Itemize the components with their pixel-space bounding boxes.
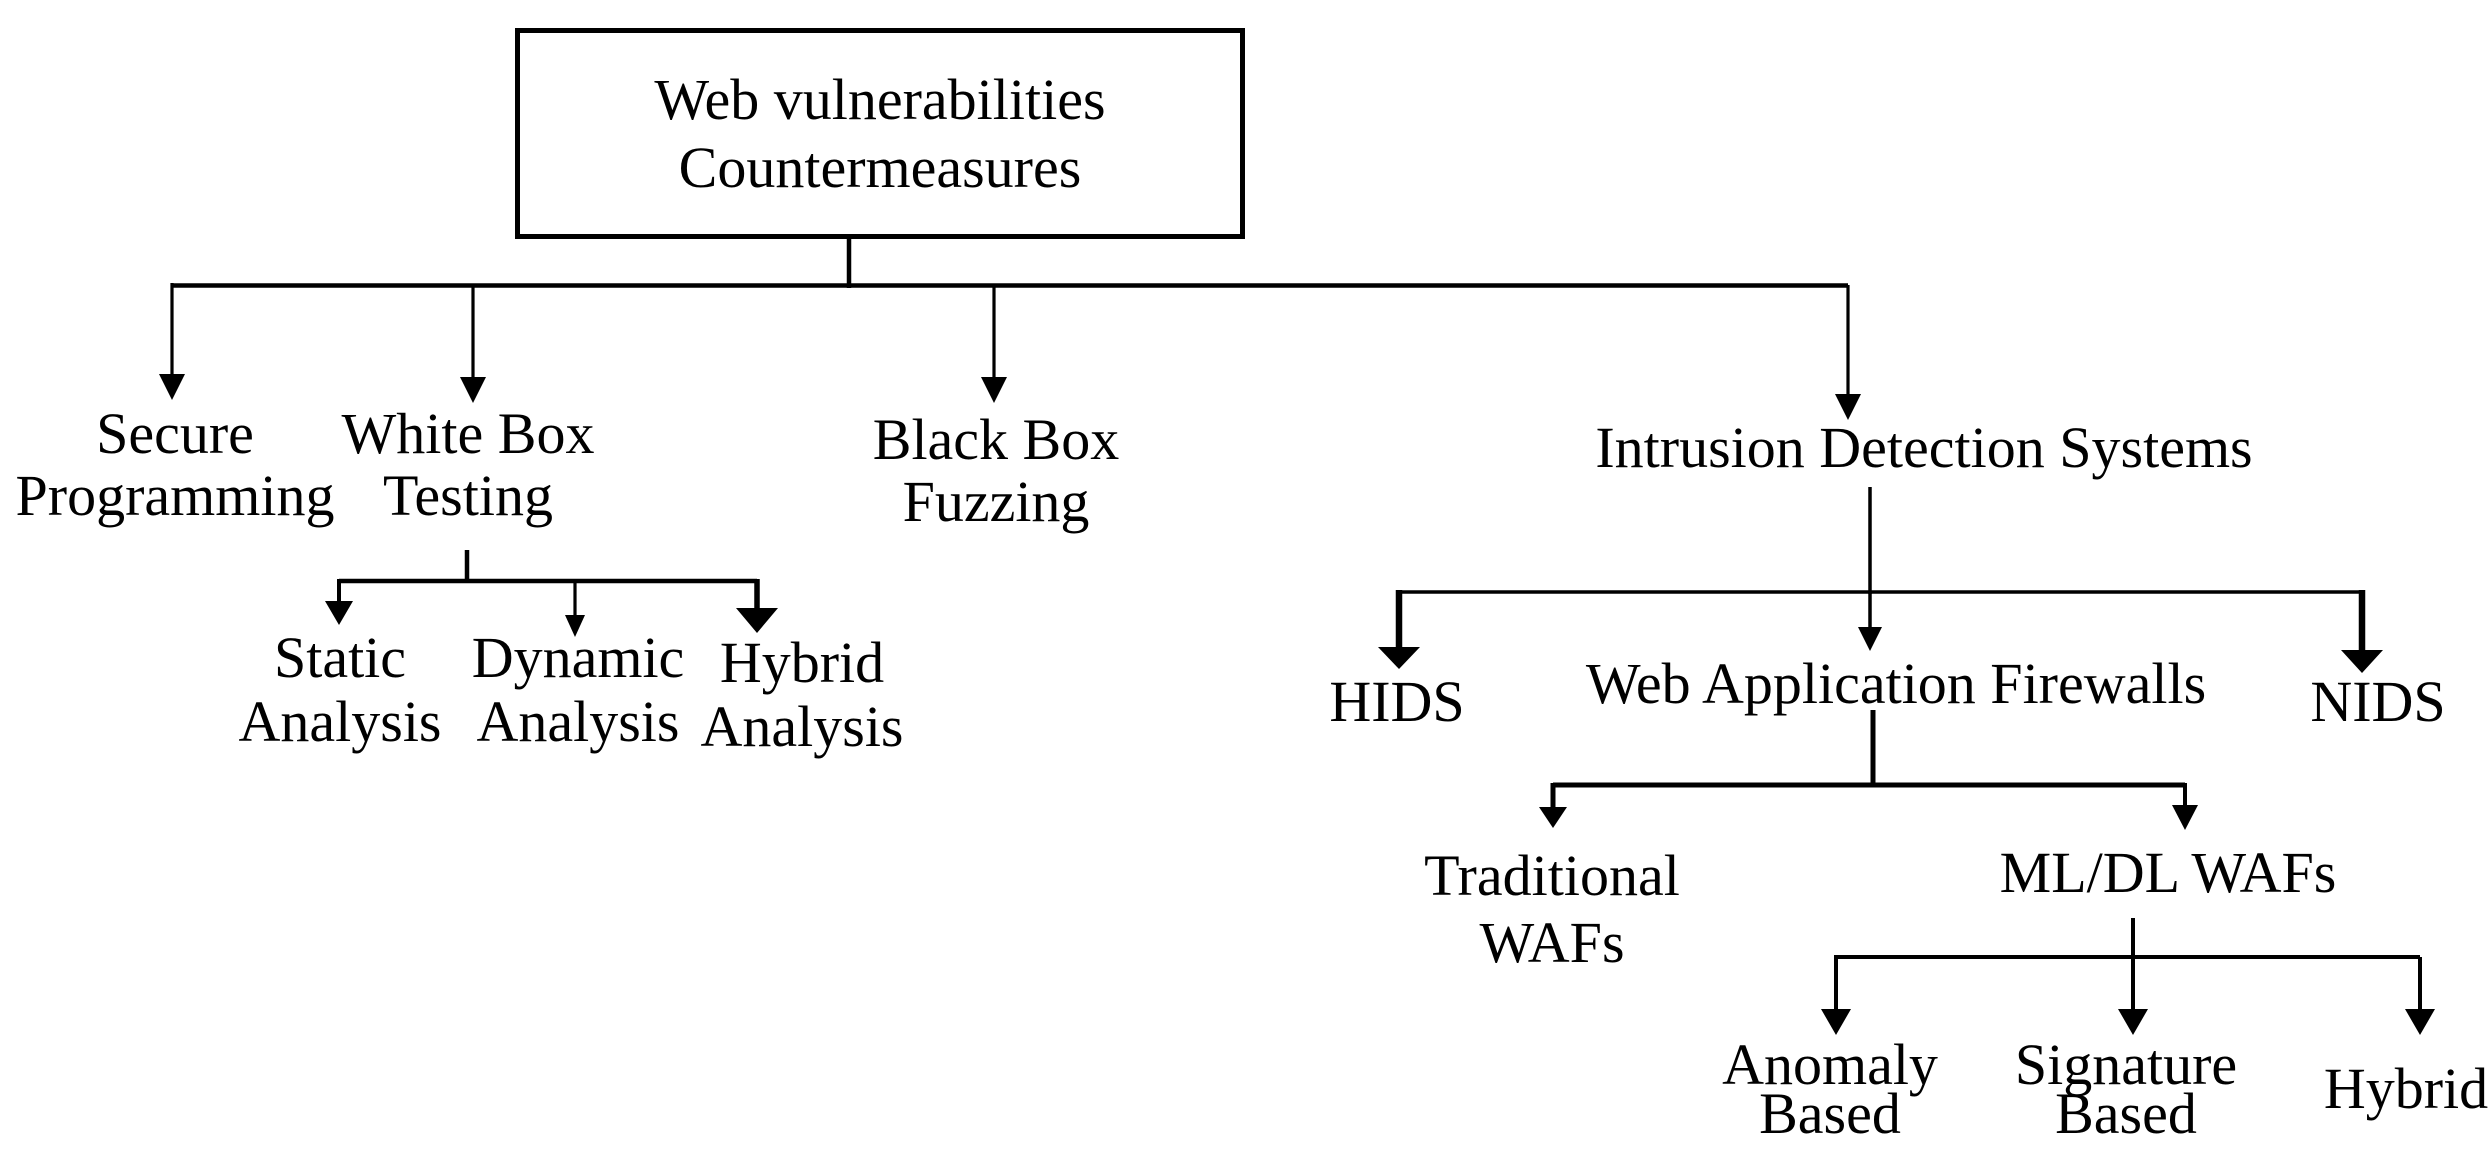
- label-line: HIDS: [1329, 669, 1465, 734]
- label-line: Hybrid: [719, 630, 885, 695]
- label-line: Analysis: [476, 689, 680, 754]
- label-line: Intrusion Detection Systems: [1595, 415, 2253, 480]
- arrow-dynamic-analysis: [565, 581, 585, 637]
- node-nids: NIDS: [2310, 671, 2445, 733]
- arrow-secure-programming: [159, 283, 185, 400]
- node-signature-based: Signature Based: [2014, 1032, 2238, 1146]
- arrow-traditional-wafs: [1539, 783, 1567, 828]
- arrow-anomaly-based: [1821, 955, 1851, 1035]
- label-line: Analysis: [238, 689, 442, 754]
- label-line: ML/DL WAFs: [1999, 840, 2337, 905]
- arrow-nids: [2341, 590, 2383, 673]
- node-web-application-firewalls: Web Application Firewalls: [1586, 653, 2206, 715]
- label-line: Black Box: [872, 407, 1120, 472]
- arrow-web-application-firewalls: [1858, 592, 1882, 651]
- node-web-vulnerabilities-countermeasures: Web vulnerabilities Countermeasures: [515, 28, 1245, 239]
- arrow-black-box-fuzzing: [981, 285, 1007, 403]
- node-secure-programming: Secure Programming: [16, 403, 335, 527]
- node-hybrid: Hybrid: [2324, 1058, 2488, 1120]
- label-line: Static: [273, 625, 407, 690]
- label-line: Fuzzing: [902, 469, 1090, 534]
- arrow-static-analysis: [325, 579, 353, 625]
- label-line: NIDS: [2310, 669, 2446, 734]
- label-line: Web Application Firewalls: [1585, 651, 2207, 716]
- arrow-hybrid-analysis: [736, 579, 778, 633]
- label-line: White Box: [341, 401, 595, 466]
- node-black-box-fuzzing: Black Box Fuzzing: [873, 409, 1119, 533]
- label-line: Anomaly: [1722, 1032, 1938, 1097]
- node-static-analysis: Static Analysis: [239, 626, 442, 754]
- node-white-box-testing: White Box Testing: [342, 403, 595, 527]
- label-line: Hybrid: [2323, 1056, 2488, 1121]
- node-hybrid-analysis: Hybrid Analysis: [701, 631, 904, 759]
- label-line: Based: [2055, 1081, 2197, 1146]
- node-traditional-wafs: Traditional WAFs: [1424, 842, 1680, 976]
- arrow-hybrid: [2405, 957, 2435, 1035]
- arrow-intrusion-detection-systems: [1835, 285, 1861, 420]
- root-label-line1: Web vulnerabilities: [654, 66, 1106, 132]
- arrow-signature-based: [2118, 957, 2148, 1035]
- node-intrusion-detection-systems: Intrusion Detection Systems: [1595, 417, 2252, 479]
- node-anomaly-based: Anomaly Based: [1722, 1032, 1938, 1146]
- label-line: Based: [1759, 1081, 1901, 1146]
- arrow-hids: [1378, 590, 1420, 669]
- arrow-white-box-testing: [460, 285, 486, 403]
- label-line: Dynamic: [471, 625, 685, 690]
- node-dynamic-analysis: Dynamic Analysis: [472, 626, 685, 754]
- label-line: Testing: [383, 463, 553, 528]
- label-line: Programming: [15, 463, 335, 528]
- label-line: Analysis: [700, 694, 904, 759]
- arrow-ml-dl-wafs: [2172, 783, 2198, 830]
- label-line: Traditional: [1424, 843, 1680, 908]
- label-line: Secure: [96, 401, 254, 466]
- label-line: Signature: [2014, 1032, 2238, 1097]
- node-ml-dl-wafs: ML/DL WAFs: [2000, 842, 2337, 904]
- label-line: WAFs: [1479, 910, 1625, 975]
- root-label-line2: Countermeasures: [678, 134, 1082, 200]
- node-hids: HIDS: [1329, 671, 1464, 733]
